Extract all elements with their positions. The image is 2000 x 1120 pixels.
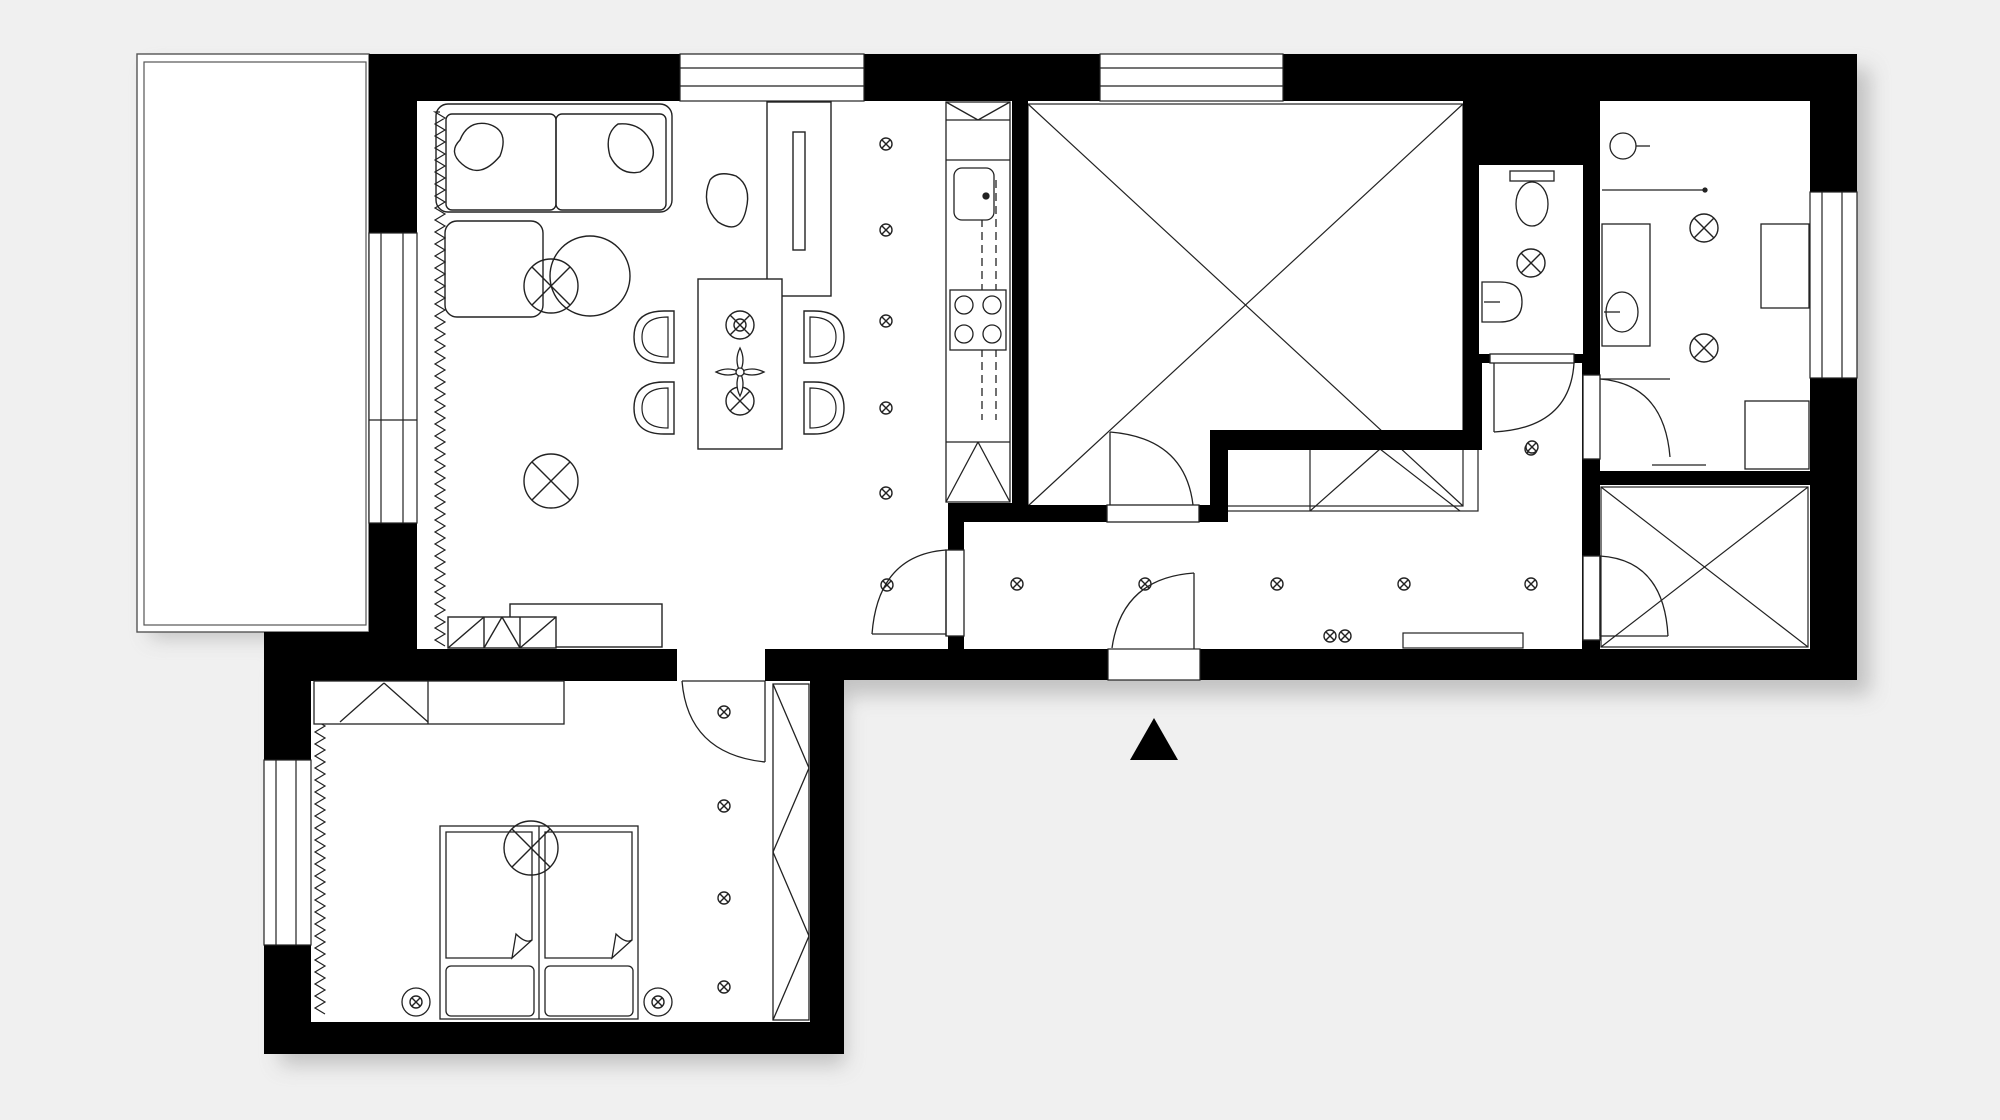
ceiling-light-icon <box>879 486 893 500</box>
nightstand-lamp <box>401 987 431 1017</box>
ceiling-light-icon <box>879 137 893 151</box>
window-storage-top <box>1099 53 1284 102</box>
ceiling-fan-icon <box>714 318 766 398</box>
door-swing-icon <box>1582 555 1669 641</box>
washing-machine <box>1760 223 1810 309</box>
sofa <box>435 103 673 213</box>
door-swing-icon <box>871 549 965 637</box>
ceiling-light-icon <box>1010 577 1024 591</box>
sink-icon <box>1481 281 1523 323</box>
dining-chair <box>633 310 675 364</box>
storage-cabinet <box>447 616 557 649</box>
bathroom-wall <box>1600 471 1810 485</box>
double-bed <box>439 825 639 1020</box>
balcony <box>136 53 370 633</box>
lounge-chair <box>705 173 749 228</box>
ceiling-light-icon <box>1338 629 1352 643</box>
doors <box>681 353 1671 763</box>
door-swing-icon <box>1106 431 1200 523</box>
sink-icon <box>953 167 995 221</box>
door-swing-icon <box>1582 374 1671 460</box>
door-swing-icon <box>1489 353 1575 433</box>
bathroom-fixtures <box>1601 132 1810 470</box>
wc-wall <box>1463 101 1479 363</box>
dining-chair <box>803 381 845 435</box>
hallway-wall <box>948 503 1028 522</box>
cooktop-icon <box>949 289 1007 351</box>
ceiling-light-icon <box>717 705 731 719</box>
ceiling-light-icon <box>1525 440 1539 454</box>
ceiling-light-icon <box>1323 629 1337 643</box>
window-bedroom <box>263 759 312 946</box>
ceiling-light-icon <box>1516 248 1546 278</box>
window-living-balcony <box>368 232 418 524</box>
ceiling-light-icon <box>717 799 731 813</box>
wardrobe-side <box>772 683 810 1021</box>
ceiling-light-icon <box>879 401 893 415</box>
ceiling-light-icon <box>1524 577 1538 591</box>
room-storage <box>1028 101 1463 505</box>
dining-chair <box>633 381 675 435</box>
ceiling-light-icon <box>1689 213 1719 243</box>
door-swing-icon <box>1111 572 1195 649</box>
wardrobe <box>313 680 565 725</box>
vanity <box>1601 223 1651 347</box>
toilet-icon <box>1509 170 1555 227</box>
window-bathroom <box>1809 191 1858 379</box>
window-living-top <box>679 53 865 102</box>
curtains <box>312 111 447 1015</box>
storage-wall <box>1210 430 1228 522</box>
curtain-bedroom <box>312 683 327 1015</box>
dining-chair <box>803 310 845 364</box>
storage-wall <box>1210 430 1482 450</box>
shower-icon <box>1602 132 1708 193</box>
utility-shelving <box>1600 486 1809 648</box>
curtain-living <box>432 111 447 647</box>
door-swing-icon <box>681 680 766 763</box>
ceiling-light-icon <box>879 223 893 237</box>
cabinet <box>1744 400 1810 470</box>
opening-to-bedroom <box>677 645 765 685</box>
ceiling-light-icon <box>1689 333 1719 363</box>
hallway-wall <box>1012 101 1028 521</box>
nightstand-lamp <box>643 987 673 1017</box>
wc-wall <box>1478 101 1583 165</box>
coffee-table <box>549 235 631 317</box>
ceiling-light-icon <box>717 980 731 994</box>
living-room-furniture <box>435 101 845 649</box>
ceiling-light-icon <box>717 891 731 905</box>
wc-fixtures <box>1481 170 1555 323</box>
tv-console <box>766 101 832 297</box>
ceiling-light-icon <box>1270 577 1284 591</box>
shoe-bench <box>1402 632 1524 649</box>
windows <box>263 53 1858 946</box>
bedroom-furniture <box>313 680 810 1021</box>
entrance-arrow-icon <box>1130 718 1178 760</box>
kitchen <box>945 101 1011 503</box>
armchair <box>444 220 544 318</box>
entrance-door-frame <box>1107 648 1201 681</box>
ceiling-light-icon <box>1397 577 1411 591</box>
ceiling-light-icon <box>879 314 893 328</box>
